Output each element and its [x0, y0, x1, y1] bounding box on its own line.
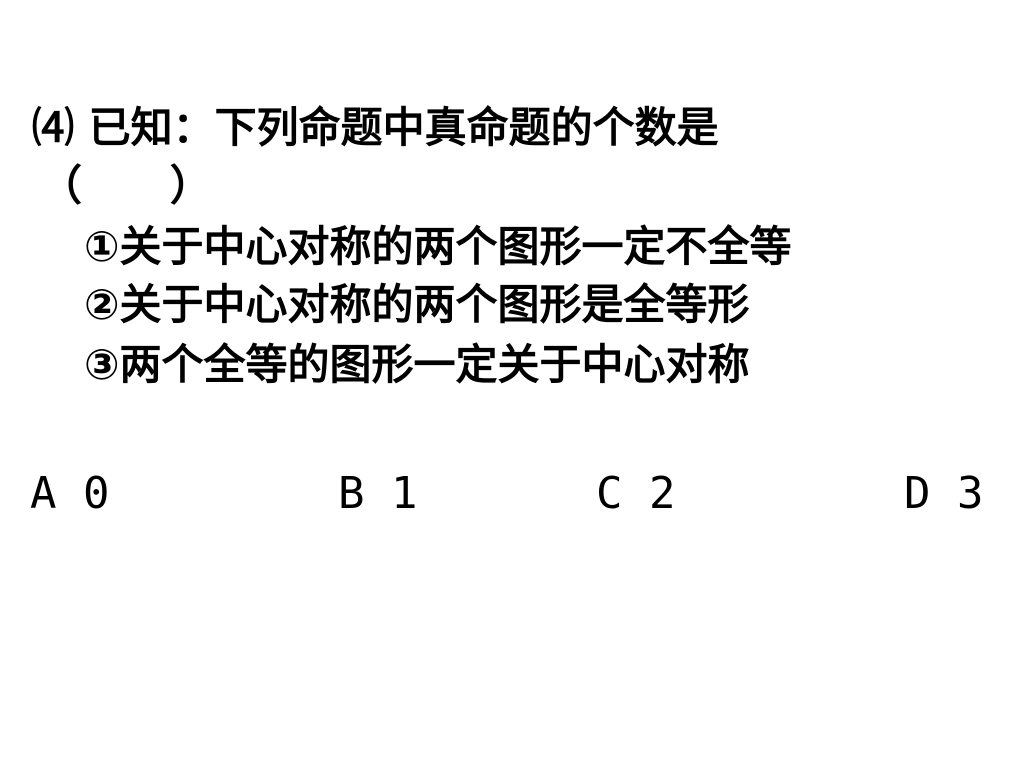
statement-1: ①关于中心对称的两个图形一定不全等	[84, 222, 792, 271]
choice-b: B 1	[338, 468, 418, 519]
answer-blank: （ ）	[40, 161, 212, 210]
choice-a: A 0	[30, 468, 110, 519]
choice-c: C 2	[596, 468, 676, 519]
statement-2: ②关于中心对称的两个图形是全等形	[84, 280, 750, 329]
choice-d: D 3	[904, 468, 984, 519]
question-stem: ⑷ 已知：下列命题中真命题的个数是	[32, 103, 719, 152]
statement-3: ③两个全等的图形一定关于中心对称	[84, 340, 750, 389]
